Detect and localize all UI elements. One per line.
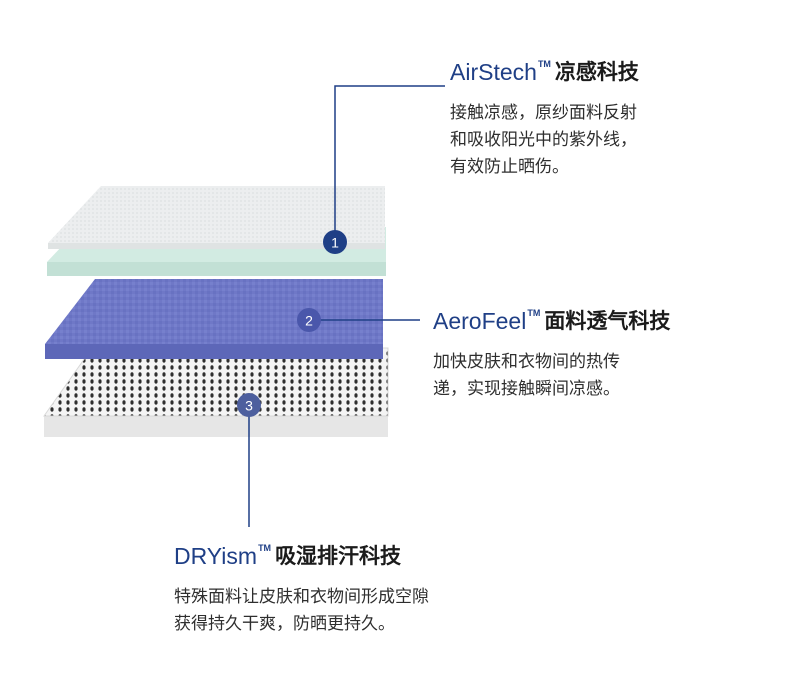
connector-lines xyxy=(248,85,445,527)
feature-aerofeel: AeroFeel TM 面料透气科技 加快皮肤和衣物间的热传 递，实现接触瞬间凉… xyxy=(433,307,670,403)
trademark-mark: TM xyxy=(258,543,272,553)
feature-airstech-title: AirStech TM 凉感科技 xyxy=(450,58,639,86)
marker-3-number: 3 xyxy=(245,398,253,414)
feature-dryism-brand: DRYism xyxy=(174,543,258,569)
trademark-mark: TM xyxy=(537,59,551,69)
feature-airstech: AirStech TM 凉感科技 接触凉感，原纱面料反射 和吸收阳光中的紫外线，… xyxy=(450,58,639,181)
description-line: 和吸收阳光中的紫外线， xyxy=(450,130,637,150)
description-line: 递，实现接触瞬间凉感。 xyxy=(433,379,620,399)
feature-dryism-title-cn: 吸湿排汗科技 xyxy=(275,544,402,568)
feature-aerofeel-description: 加快皮肤和衣物间的热传 递，实现接触瞬间凉感。 xyxy=(433,349,670,403)
marker-2-number: 2 xyxy=(305,313,313,329)
feature-aerofeel-title: AeroFeel TM 面料透气科技 xyxy=(433,307,670,335)
feature-airstech-title-cn: 凉感科技 xyxy=(554,60,639,84)
feature-dryism: DRYism TM 吸湿排汗科技 特殊面料让皮肤和衣物间形成空隙 获得持久干爽，… xyxy=(174,542,429,638)
description-line: 特殊面料让皮肤和衣物间形成空隙 xyxy=(174,587,429,607)
connector-1 xyxy=(334,85,445,242)
feature-aerofeel-brand: AeroFeel xyxy=(433,308,527,334)
feature-dryism-description: 特殊面料让皮肤和衣物间形成空隙 获得持久干爽，防晒更持久。 xyxy=(174,584,429,638)
marker-3: 3 xyxy=(237,393,261,417)
marker-2: 2 xyxy=(297,308,321,332)
description-line: 有效防止晒伤。 xyxy=(450,157,569,177)
feature-dryism-title: DRYism TM 吸湿排汗科技 xyxy=(174,542,429,570)
marker-1-number: 1 xyxy=(331,235,339,251)
feature-airstech-brand: AirStech xyxy=(450,59,537,85)
layer-purple xyxy=(45,279,383,359)
description-line: 接触凉感，原纱面料反射 xyxy=(450,103,637,123)
trademark-mark: TM xyxy=(527,308,541,318)
description-line: 获得持久干爽，防晒更持久。 xyxy=(174,614,395,634)
layer-mesh xyxy=(43,347,389,437)
feature-airstech-description: 接触凉感，原纱面料反射 和吸收阳光中的紫外线， 有效防止晒伤。 xyxy=(450,100,639,181)
feature-aerofeel-title-cn: 面料透气科技 xyxy=(544,309,671,333)
description-line: 加快皮肤和衣物间的热传 xyxy=(433,352,620,372)
layer-top xyxy=(48,186,385,249)
marker-1: 1 xyxy=(323,230,347,254)
